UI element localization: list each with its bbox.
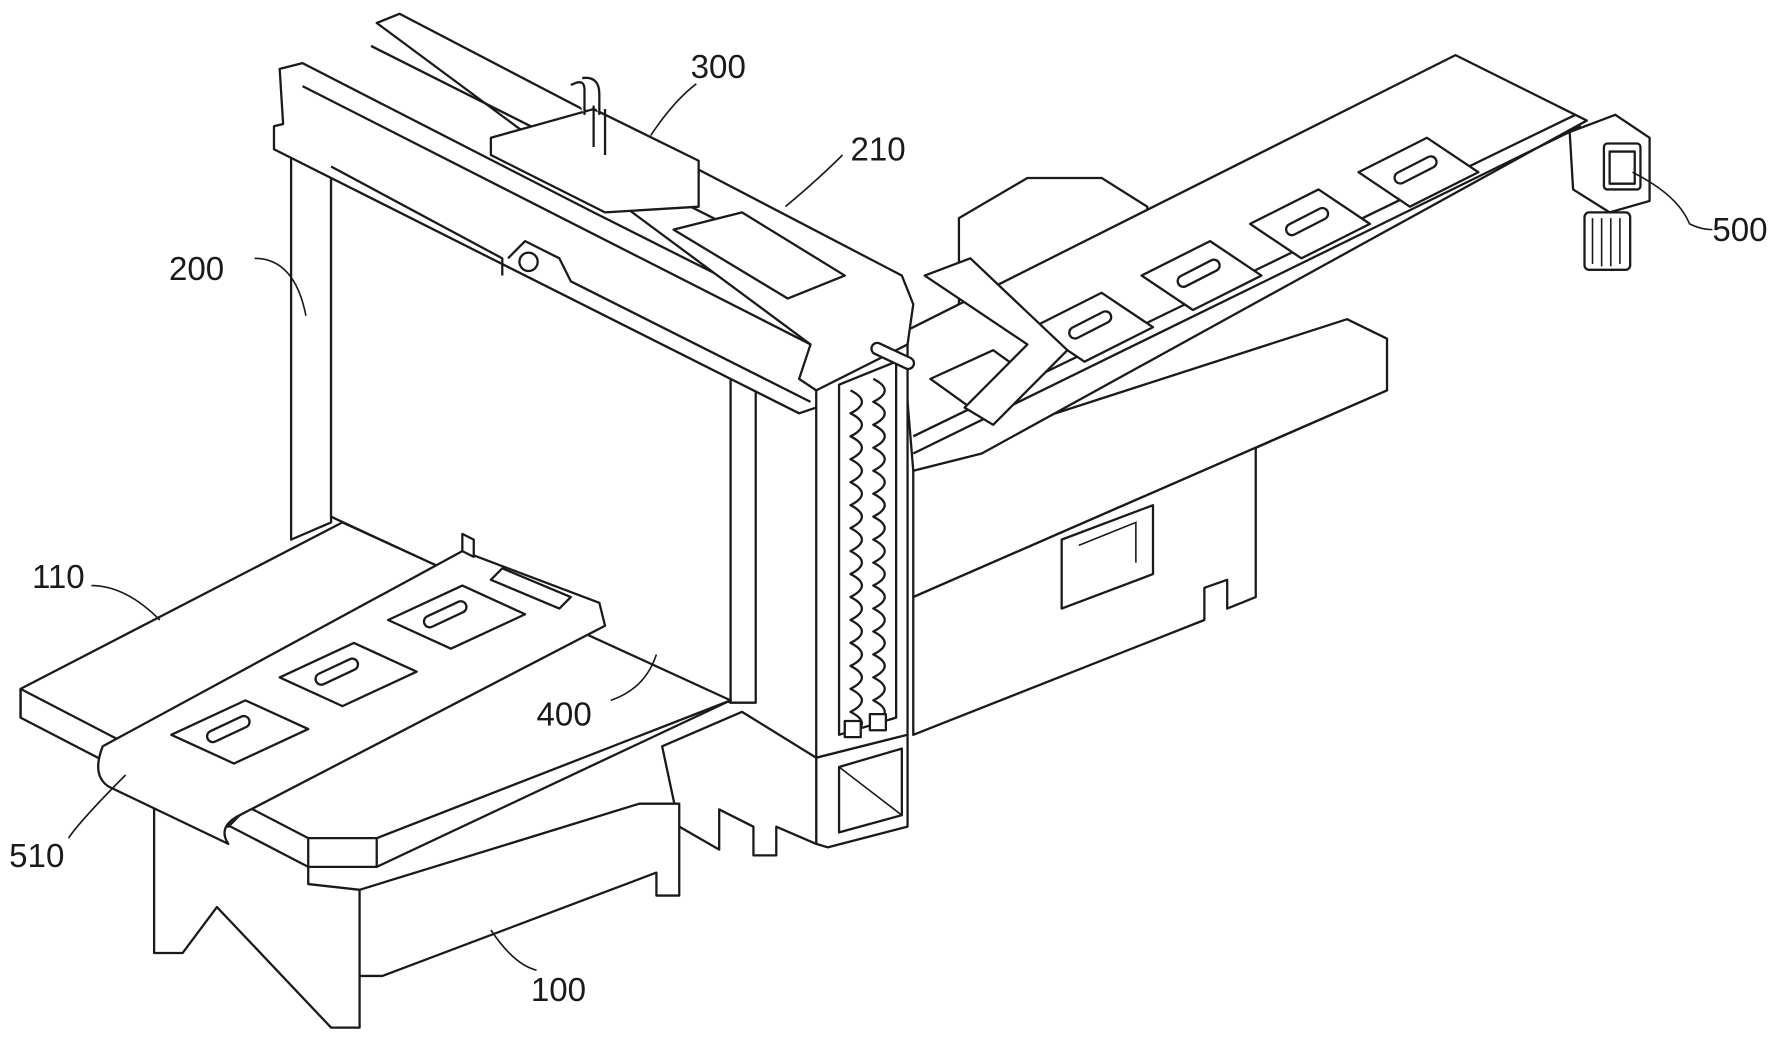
label-100: 100 xyxy=(531,972,586,1009)
label-200: 200 xyxy=(169,251,224,288)
label-110: 110 xyxy=(32,559,85,596)
camera-500 xyxy=(1570,115,1650,270)
label-300: 300 xyxy=(691,49,746,86)
label-510: 510 xyxy=(9,838,64,875)
label-400: 400 xyxy=(537,697,592,734)
label-210: 210 xyxy=(850,132,905,169)
label-500: 500 xyxy=(1712,212,1767,249)
